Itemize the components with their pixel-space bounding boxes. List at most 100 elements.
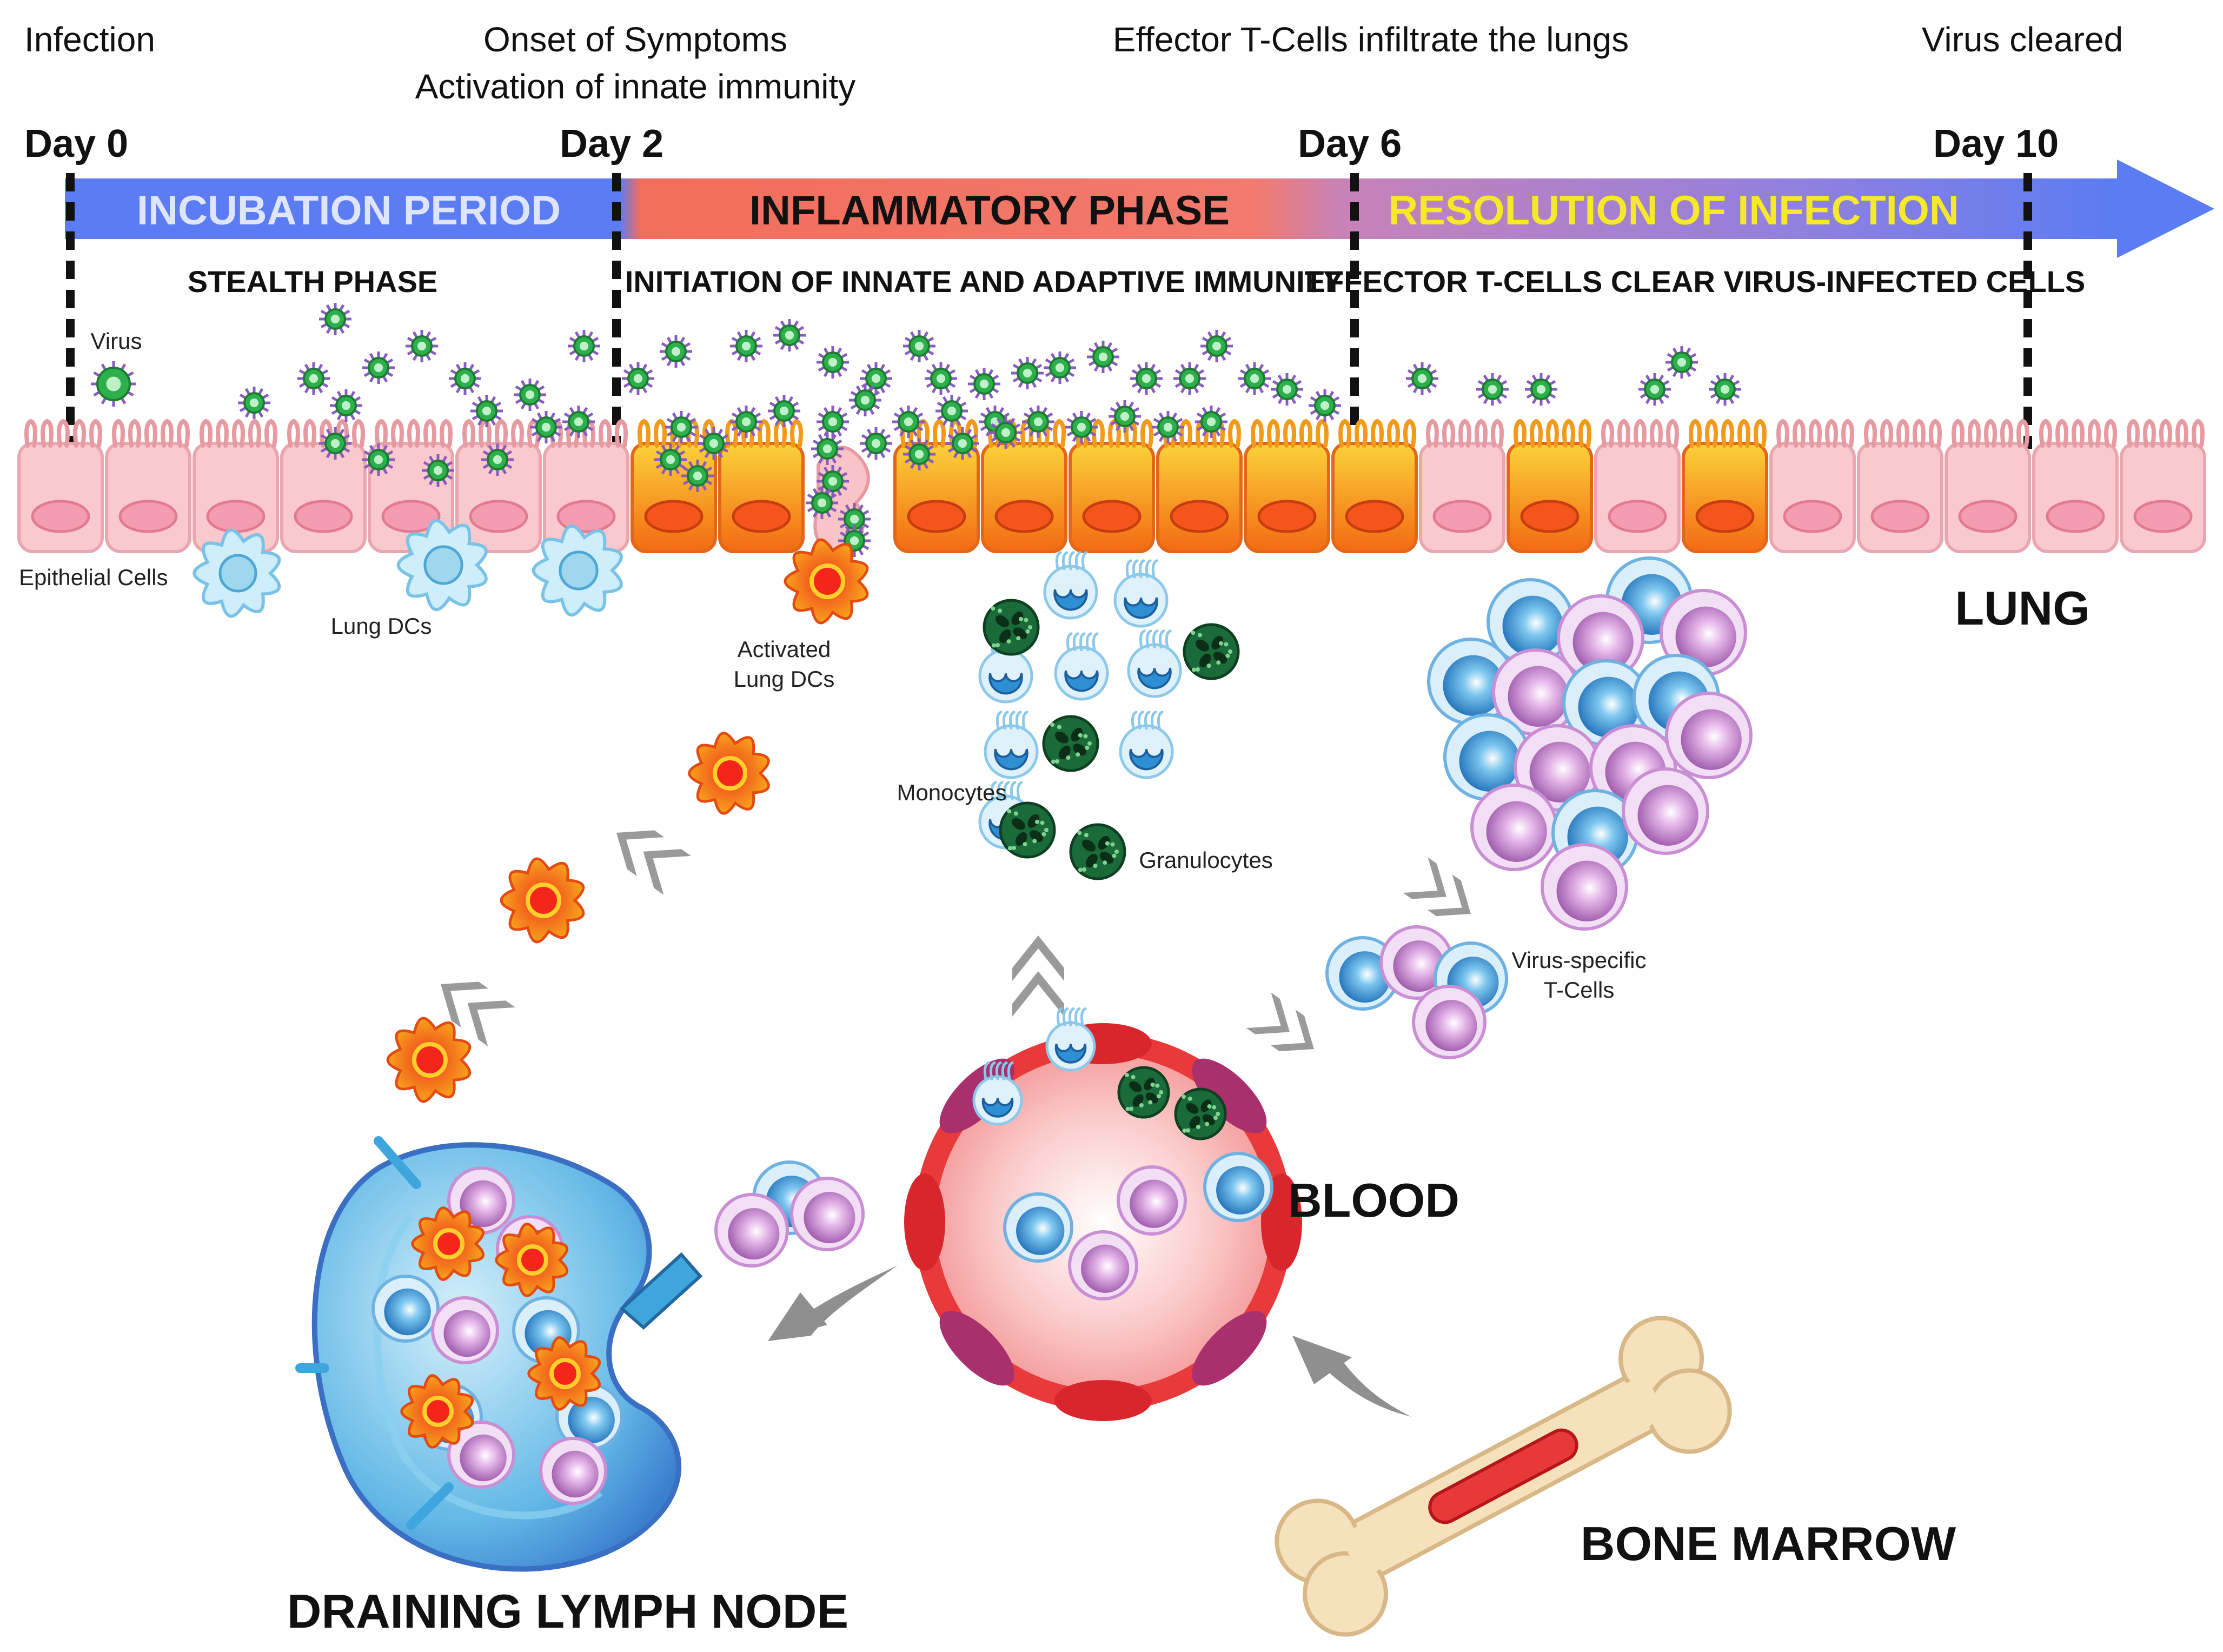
lung-dc	[396, 519, 488, 612]
endothelial-cell	[1192, 1058, 1267, 1133]
monocyte	[972, 1061, 1023, 1126]
lung-dc	[193, 528, 281, 618]
event-labels: Infection Onset of Symptoms Activation o…	[24, 20, 2123, 106]
virus-particle	[817, 406, 849, 438]
monocyte	[1127, 629, 1182, 698]
virus-particle	[773, 319, 806, 351]
monocytes-and-granulocytes	[978, 551, 1240, 880]
chevron-arrow	[441, 981, 515, 1046]
granulocytes-label: Granulocytes	[1139, 847, 1272, 873]
virus-particle	[562, 406, 595, 438]
virus-particle	[362, 443, 395, 476]
day-0-label: Day 0	[24, 122, 128, 165]
virus-particle	[849, 384, 881, 416]
epithelial-cell	[2120, 419, 2206, 553]
monocyte	[984, 711, 1039, 779]
epithelial-cell	[1594, 419, 1681, 553]
day-2-label: Day 2	[560, 122, 663, 165]
tcells-label-2: T-Cells	[1544, 977, 1615, 1003]
activated-dc	[527, 1336, 601, 1411]
epithelial-cells-label: Epithelial Cells	[19, 565, 168, 590]
epithelial-cell	[1945, 419, 2031, 553]
epithelial-cell	[280, 419, 367, 553]
granulocyte	[983, 599, 1040, 656]
tcell-purple	[1470, 784, 1558, 871]
bone-marrow	[1428, 1428, 1578, 1524]
virus-particle	[481, 443, 514, 476]
lung-dcs-label: Lung DCs	[331, 613, 432, 639]
virus-particle	[330, 389, 362, 422]
day-6-label: Day 6	[1298, 122, 1402, 165]
virus-particle	[319, 303, 351, 335]
monocyte	[978, 635, 1033, 704]
virus-particle	[1476, 373, 1509, 406]
lung-dendritic-cells	[193, 519, 623, 618]
virus-particle	[1109, 400, 1141, 433]
virus-particle	[449, 362, 481, 395]
blood-label: BLOOD	[1288, 1173, 1459, 1227]
tcell-purple	[539, 1437, 607, 1505]
endothelial-cell	[939, 1311, 1014, 1386]
tcell-purple	[1412, 985, 1487, 1059]
activated-dendritic-cells	[386, 538, 869, 1103]
day-labels: Day 0 Day 2 Day 6 Day 10	[24, 122, 2059, 165]
event-effector-tcells: Effector T-Cells infiltrate the lungs	[1113, 20, 1629, 59]
tcell-blue	[1487, 578, 1574, 666]
virus-particle	[362, 351, 395, 384]
activated-dc	[411, 1206, 485, 1281]
virus-particle	[1200, 330, 1233, 362]
endothelial-cell	[1054, 1380, 1152, 1421]
virus-particle	[1011, 357, 1044, 389]
virus-particle	[817, 346, 849, 379]
activated-dc	[386, 1017, 472, 1103]
epithelial-cell	[17, 419, 104, 553]
virus-particle	[297, 362, 330, 395]
lung-label: LUNG	[1955, 581, 2089, 635]
timeline-bar: INCUBATION PERIOD INFLAMMATORY PHASE RES…	[65, 160, 2214, 298]
virus-particle	[892, 406, 925, 438]
activated-dc	[500, 857, 585, 944]
virus-particle	[1406, 362, 1438, 395]
virus-particle	[406, 330, 438, 362]
virus-particle	[903, 330, 935, 362]
activated-dc	[784, 538, 869, 625]
monocyte	[1054, 632, 1109, 701]
virus-particle	[514, 379, 546, 411]
blood-vessel	[904, 1007, 1302, 1421]
virus-particle	[1130, 362, 1163, 395]
chevron-arrow	[1403, 857, 1471, 917]
bone-marrow-label: BONE MARROW	[1581, 1517, 1956, 1570]
tcell-purple	[1492, 648, 1580, 736]
draining-lymph-node	[295, 1136, 703, 1572]
virus-particle	[1665, 346, 1698, 379]
virus-particle	[470, 395, 503, 427]
lymph-node-exit-tcells	[714, 1160, 865, 1268]
granulocyte	[1183, 623, 1240, 680]
curved-arrow-head	[768, 1292, 827, 1341]
virus-particle	[903, 438, 935, 470]
epithelial-cell	[105, 419, 191, 553]
virus-particle	[681, 460, 714, 492]
virus-particle	[768, 395, 800, 427]
day-10-label: Day 10	[1933, 122, 2059, 165]
phase-incubation: INCUBATION PERIOD	[137, 188, 561, 234]
activated-dcs-label: Activated	[738, 636, 831, 662]
tcell-purple	[431, 1296, 499, 1364]
monocyte	[1045, 1007, 1096, 1072]
granulocyte	[1069, 823, 1126, 880]
granulocyte	[1042, 715, 1099, 772]
virus-particle	[730, 406, 762, 438]
infected-epithelial-cell	[1244, 419, 1330, 553]
timeline-arrowhead	[2117, 160, 2214, 258]
virus-particle	[319, 427, 351, 460]
migration-arrows	[441, 830, 1471, 1417]
virus-particle	[968, 368, 1000, 400]
virus-particle	[1195, 406, 1227, 438]
tcell-blue	[1443, 713, 1531, 801]
virus-particle	[1065, 411, 1098, 443]
virus-particle	[1173, 362, 1206, 395]
tcell-purple	[1117, 1165, 1187, 1236]
epithelial-cell	[1419, 419, 1505, 553]
epithelial-cell	[543, 419, 629, 553]
tcell-purple	[1541, 843, 1628, 931]
